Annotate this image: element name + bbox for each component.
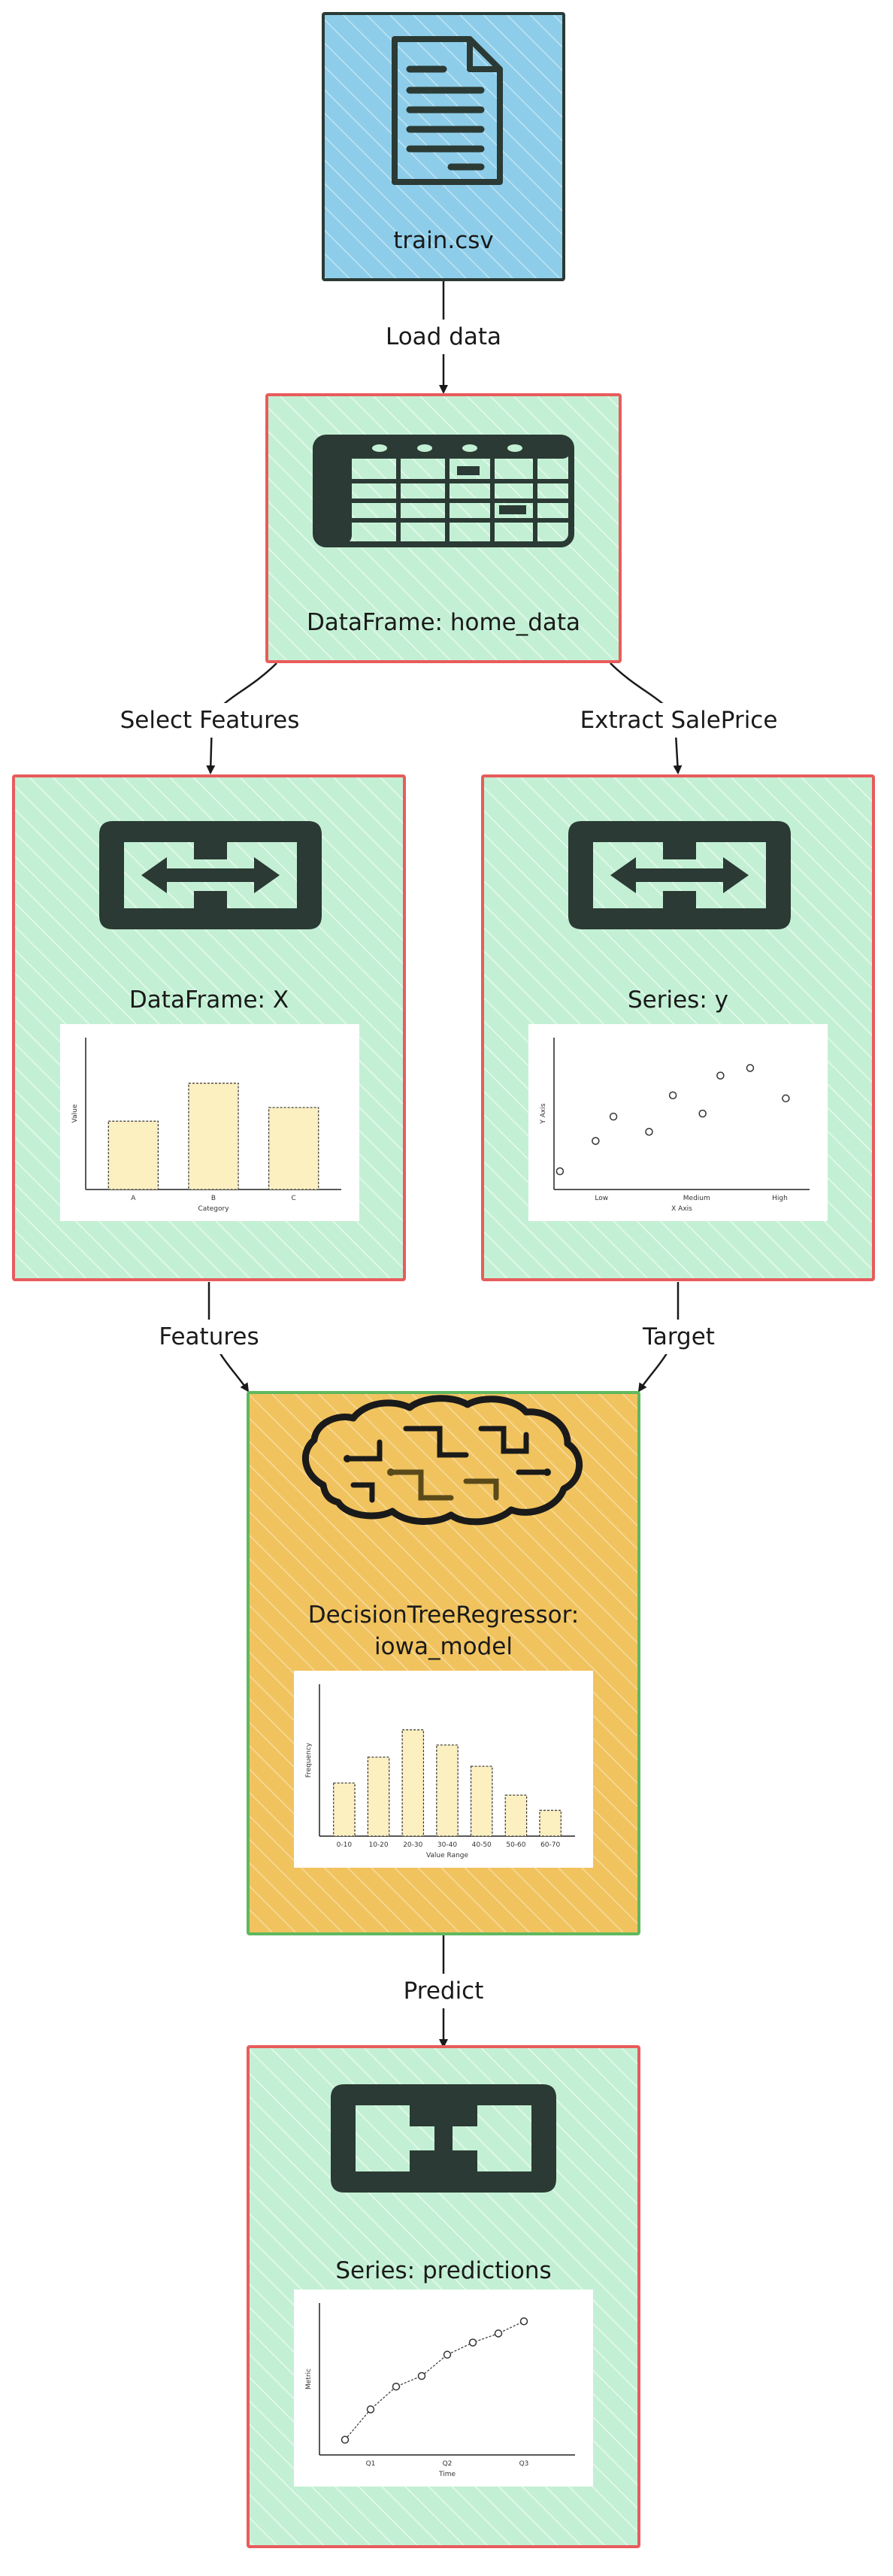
data-point	[746, 1064, 755, 1072]
x-axis-label: Category	[198, 1205, 229, 1213]
node-home-data-box	[265, 393, 622, 663]
data-point	[366, 2405, 375, 2414]
series-line	[344, 2320, 525, 2441]
data-point	[341, 2435, 350, 2444]
x-tick-label: 40-50	[472, 1841, 492, 1849]
document-icon	[392, 36, 503, 185]
y-axis-label: Metric	[305, 2368, 313, 2390]
node-label-x-frame: DataFrame: X	[129, 986, 289, 1014]
node-label-predictions: Series: predictions	[335, 2257, 551, 2284]
edge-label-features: Features	[159, 1323, 259, 1350]
brain-icon	[301, 1395, 583, 1526]
node-label-train-csv: train.csv	[393, 227, 494, 254]
bar-C	[268, 1107, 319, 1190]
model-histogram-chart: Value Range Frequency 0-10 10-20 20-30 30-40 4…	[294, 1671, 593, 1868]
x-tick-label: Q2	[443, 2460, 453, 2468]
x-tick-label: 60-70	[540, 1841, 560, 1849]
bar-20-30	[401, 1729, 425, 1837]
data-point	[519, 2317, 528, 2326]
data-point	[698, 1109, 707, 1118]
edge-label-bg-predict	[391, 1974, 496, 2008]
transform-horizontal-icon	[99, 821, 322, 929]
bar-40-50	[470, 1765, 493, 1837]
node-label-model-line1: DecisionTreeRegressor:	[308, 1602, 580, 1629]
node-model[interactable]: DecisionTreeRegressor: iowa_model Value …	[247, 1391, 640, 1935]
edge-label-bg-select-features	[111, 703, 308, 738]
edge-label-bg-target	[630, 1320, 728, 1354]
transform-vertical-icon	[331, 2084, 556, 2193]
edge-label-load-data: Load data	[386, 323, 501, 350]
bar-60-70	[539, 1810, 562, 1837]
transform-horizontal-icon	[568, 821, 791, 929]
bar-30-40	[436, 1744, 459, 1837]
edge-label-predict: Predict	[404, 1977, 484, 2005]
x-tick-label: B	[211, 1195, 216, 1202]
y-axis-label: Value	[71, 1104, 79, 1123]
chart-background	[294, 2290, 593, 2487]
data-point	[609, 1112, 618, 1121]
data-point	[782, 1094, 790, 1103]
data-point	[443, 2350, 452, 2359]
edge-label-select-features: Select Features	[120, 707, 300, 734]
data-point	[716, 1071, 725, 1080]
x-tick-label: 50-60	[506, 1841, 525, 1849]
data-point	[392, 2382, 401, 2391]
y-axis-label: Frequency	[305, 1742, 313, 1777]
node-label-y-series: Series: y	[628, 986, 728, 1014]
x-tick-label: A	[131, 1195, 136, 1202]
edges: Load data Select Features Extract SalePr…	[111, 280, 790, 2048]
x-tick-label: 20-30	[403, 1841, 422, 1849]
edge-label-bg-load-data	[376, 320, 511, 354]
bar-B	[188, 1082, 239, 1190]
x-tick-label: Low	[595, 1195, 608, 1202]
edge-label-target: Target	[642, 1323, 715, 1350]
data-point	[592, 1137, 600, 1145]
edge-label-bg-features	[147, 1320, 274, 1354]
x-tick-label: 10-20	[368, 1841, 388, 1849]
data-point	[494, 2329, 503, 2338]
data-point	[555, 1167, 565, 1176]
y-axis-label: Y Axis	[540, 1103, 547, 1124]
x-axis-label: X Axis	[671, 1205, 692, 1213]
data-point	[468, 2338, 477, 2347]
x-axis-label: Time	[438, 2471, 456, 2478]
node-train-csv[interactable]: train.csv	[322, 12, 565, 281]
x-axis-label: Value Range	[426, 1852, 469, 1859]
bar-50-60	[504, 1794, 528, 1837]
node-home-data[interactable]: DataFrame: home_data	[265, 393, 622, 663]
table-icon	[313, 435, 574, 547]
x-tick-label: 30-40	[437, 1841, 457, 1849]
bar-10-20	[367, 1756, 390, 1837]
x-tick-label: Q1	[366, 2460, 376, 2468]
edge-label-extract-saleprice: Extract SalePrice	[580, 707, 778, 734]
x-tick-label: High	[772, 1195, 788, 1202]
data-point	[645, 1127, 653, 1136]
node-label-home-data: DataFrame: home_data	[307, 609, 580, 636]
edge-label-bg-extract-saleprice	[568, 703, 790, 738]
bar-0-10	[333, 1782, 356, 1837]
bar-A	[107, 1120, 159, 1190]
data-point	[668, 1091, 677, 1100]
x-tick-label: C	[292, 1195, 296, 1202]
chart-background	[528, 1024, 828, 1221]
x-tick-label: Medium	[683, 1195, 710, 1202]
node-label-model-line2: iowa_model	[374, 1633, 513, 1660]
data-point	[417, 2371, 426, 2381]
x-tick-label: 0-10	[337, 1841, 353, 1849]
x-tick-label: Q3	[519, 2460, 529, 2468]
